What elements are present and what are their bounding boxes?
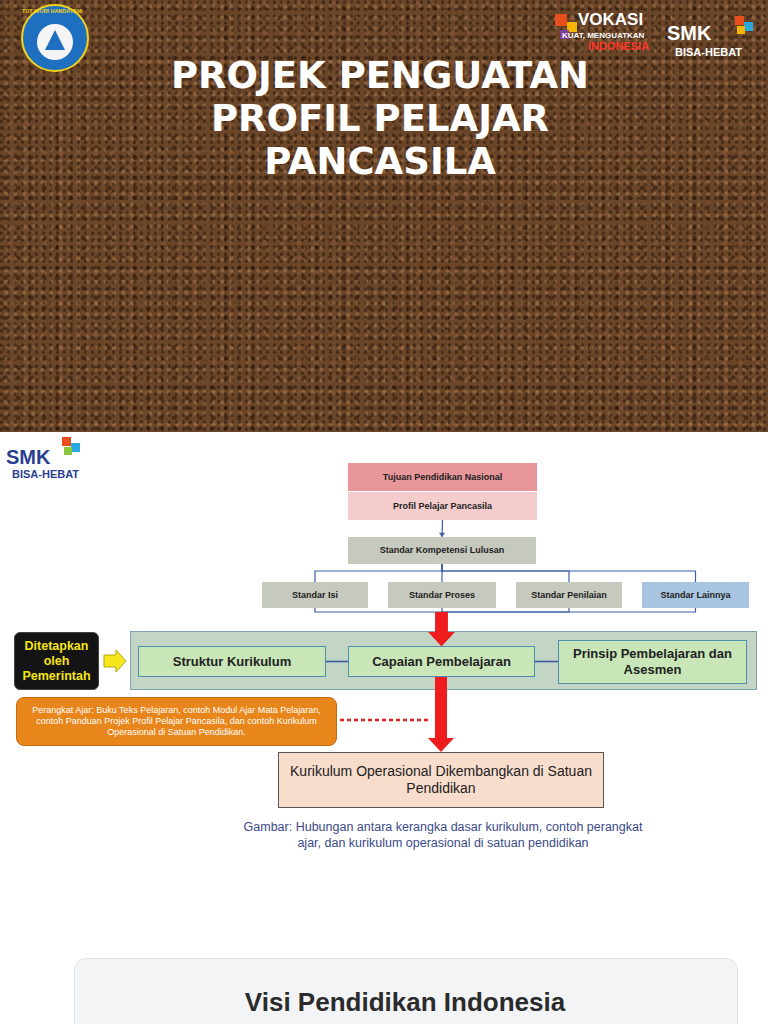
red-arrow-head: [429, 632, 455, 646]
red-arrow-shaft: [436, 612, 448, 632]
connector: [442, 564, 696, 582]
yellow-arrow: [104, 650, 126, 672]
connector: [428, 677, 454, 752]
node-text: Standar Lainnya: [660, 590, 730, 601]
node-text: Tujuan Pendidikan Nasional: [383, 472, 502, 483]
ministry-logo: [22, 5, 88, 71]
tree-line: [442, 564, 696, 582]
vokasi-logo-mark: [555, 14, 567, 26]
logo-text: SMK: [667, 22, 737, 45]
logo-text: VOKASI: [578, 10, 658, 30]
node-text: Standar Proses: [409, 590, 475, 601]
toolkit-callout: Perangkat Ajar: Buku Teks Pelajaran, con…: [16, 697, 337, 746]
logo-text: TUT WURI HANDAYANI: [22, 8, 88, 14]
smk-logo-mark: [62, 437, 71, 446]
node-text: Ditetapkan oleh Pemerintah: [20, 639, 93, 684]
logo-text: SMK: [6, 446, 66, 469]
merge-line: [442, 608, 696, 612]
red-arrow-head: [429, 632, 455, 646]
node-text: Struktur Kurikulum: [173, 654, 291, 670]
logo-text: BISA-HEBAT: [12, 468, 92, 481]
standard-box: Standar Isi: [262, 582, 368, 608]
connector: [429, 608, 696, 646]
slide-title: PROJEK PENGUATAN PROFIL PELAJAR PANCASIL…: [120, 54, 640, 183]
node-text: Standar Penilaian: [531, 590, 607, 601]
connector: [104, 650, 126, 672]
node-text: Profil Pelajar Pancasila: [393, 501, 492, 512]
logo-text: INDONESIA: [588, 40, 668, 53]
node-text: Capaian Pembelajaran: [372, 654, 511, 670]
ministry-logo-inner: [37, 24, 73, 60]
connector-line: [326, 661, 348, 663]
logo-text: BISA-HEBAT: [675, 46, 755, 59]
merge-line: [442, 608, 570, 612]
standard-box: Standar Kompetensi Lulusan: [348, 537, 536, 564]
merge-line: [315, 608, 442, 612]
goal-box: Tujuan Pendidikan Nasional: [348, 463, 537, 491]
node-text: Prinsip Pembelajaran dan Asesmen: [564, 646, 741, 677]
logo-text: KUAT, MENGUATKAN: [562, 31, 662, 40]
red-arrow-shaft: [435, 677, 447, 738]
connector: [439, 520, 445, 537]
dotted-leader: [340, 719, 428, 722]
tree-line: [315, 564, 442, 582]
node-text: Standar Kompetensi Lulusan: [380, 545, 505, 556]
slide-heading: Visi Pendidikan Indonesia: [150, 988, 660, 1018]
framework-box: Prinsip Pembelajaran dan Asesmen: [558, 640, 747, 684]
node-text: Perangkat Ajar: Buku Teks Pelajaran, con…: [22, 705, 331, 737]
red-arrow-head: [429, 632, 455, 646]
smk-logo-mark: [735, 16, 744, 25]
operational-box: Kurikulum Operasional Dikembangkan di Sa…: [278, 752, 604, 808]
red-arrow-shaft: [436, 612, 448, 632]
red-arrow-shaft: [436, 612, 448, 632]
smk-logo-mark: [71, 443, 80, 452]
arrow-head: [439, 533, 445, 537]
connector: [315, 608, 455, 646]
red-arrow-head: [429, 632, 455, 646]
standard-box: Standar Proses: [388, 582, 496, 608]
connector: [442, 564, 569, 582]
merge-line: [441, 608, 443, 612]
connector: [429, 608, 570, 646]
figure-caption: Gambar: Hubungan antara kerangka dasar k…: [236, 819, 650, 851]
node-text: Kurikulum Operasional Dikembangkan di Sa…: [284, 763, 598, 797]
tree-line: [441, 564, 442, 582]
connector-line: [535, 661, 558, 663]
connector: [315, 564, 442, 582]
standard-box: Standar Lainnya: [642, 582, 749, 608]
connector: [442, 564, 443, 582]
connector: [326, 661, 348, 662]
red-arrow-head: [428, 738, 454, 752]
tree-line: [442, 564, 569, 582]
authority-box: Ditetapkan oleh Pemerintah: [14, 632, 99, 690]
red-arrow-shaft: [436, 612, 448, 632]
ministry-logo-symbol: [45, 30, 65, 50]
node-text: Standar Isi: [292, 590, 338, 601]
smk-logo-mark: [64, 447, 72, 455]
smk-logo-mark: [737, 26, 745, 34]
framework-box: Capaian Pembelajaran: [348, 646, 535, 677]
smk-logo-mark: [744, 22, 753, 31]
connector-line: [441, 520, 443, 537]
connector: [429, 608, 455, 646]
profile-box: Profil Pelajar Pancasila: [348, 492, 537, 520]
framework-box: Struktur Kurikulum: [138, 646, 326, 677]
connector: [535, 661, 558, 662]
standard-box: Standar Penilaian: [516, 582, 622, 608]
